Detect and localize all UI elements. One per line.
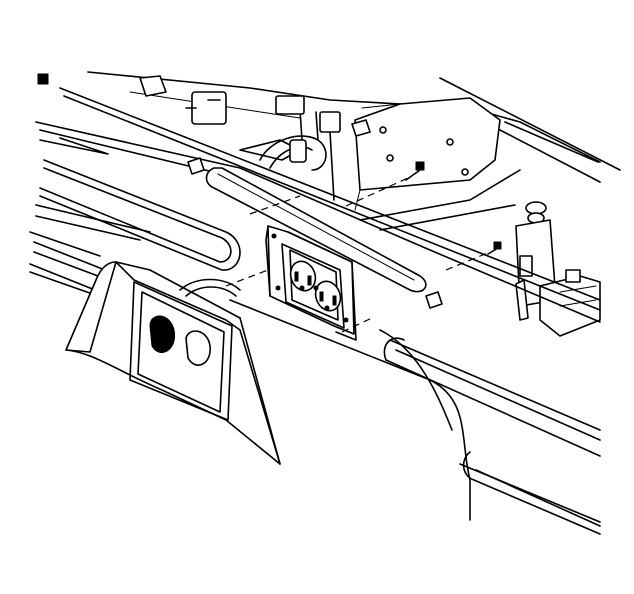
rear-bracket [354,97,501,211]
relay-component [37,73,301,161]
right-control-assembly [515,201,601,337]
wire-harness [259,95,341,201]
bezel [65,261,281,465]
panel-slot-right [383,337,601,535]
screw [405,161,502,255]
front-panel [29,87,601,521]
assembly-lines [225,177,491,333]
duplex-receptacle [281,243,345,329]
panel-slot-center [205,167,427,293]
panel-clips [187,119,443,309]
